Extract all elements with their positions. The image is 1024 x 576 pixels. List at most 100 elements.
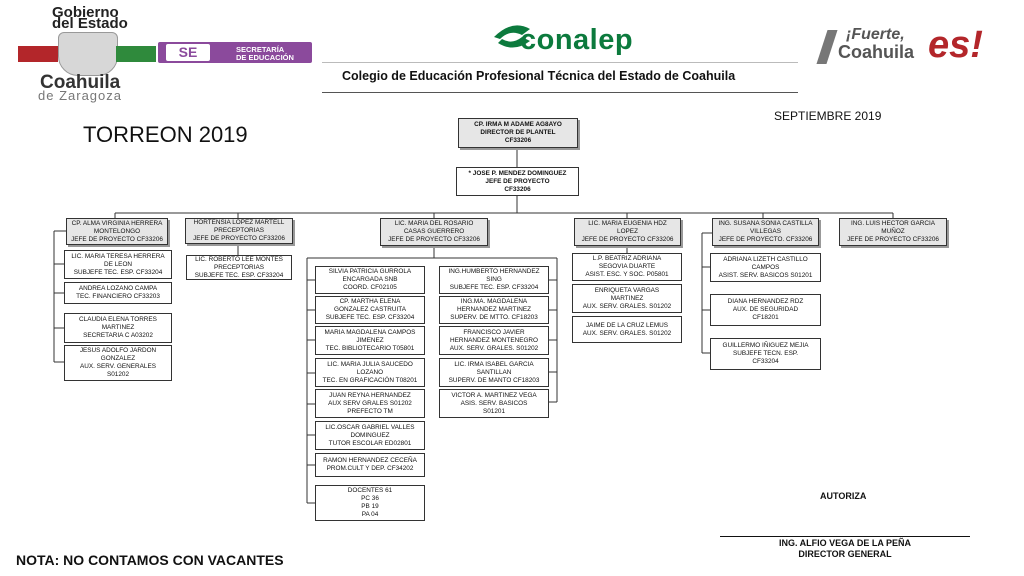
jefe-name: * JOSE P. MENDEZ DOMINGUEZ <box>468 169 567 177</box>
head-line: LOPEZ <box>617 228 638 235</box>
staff-line: GONZALEZ CASTRUITA <box>334 306 406 313</box>
staff-line: TEC. BIBLIOTECARIO T05801 <box>325 344 415 352</box>
staff-line: LIC. MARIA JULIA SAUCEDO <box>327 360 413 368</box>
staff-box: SILVIA PATRICIA GURROLA ENCARGADA SNB CO… <box>315 266 425 294</box>
conalep-logo <box>492 16 672 58</box>
head-box-susana: ING. SUSANA SONIA CASTILLA VILLEGAS JEFE… <box>712 218 819 246</box>
staff-line: ADRIANA LIZETH CASTILLO <box>723 255 808 263</box>
jefe-code: CF33206 <box>504 185 531 193</box>
head-line: JEFE DE PROYECTO CF33206 <box>581 236 674 243</box>
staff-line: LIC. MARIA TERESA HERRERA <box>71 252 165 260</box>
fuerte-coahuila-logo: ¡Fuerte, Coahuila es! <box>816 24 1010 80</box>
signature-title: DIRECTOR GENERAL <box>798 549 892 559</box>
staff-line: DOMINGUEZ <box>350 431 390 439</box>
staff-line: SILVIA PATRICIA GURROLA <box>328 268 412 275</box>
staff-line: TUTOR ESCOLAR ED02801 <box>328 439 412 447</box>
gobierno-logo-text-3: Coahuila <box>40 72 121 93</box>
staff-line: VICTOR A. MARTINEZ VEGA <box>451 391 537 399</box>
staff-line: SUBJEFE TECN. ESP. <box>732 350 799 357</box>
gobierno-logo-text-4: de Zaragoza <box>38 88 122 103</box>
signature-line <box>720 536 970 537</box>
staff-line: S01202 <box>106 371 130 378</box>
gobierno-coahuila-logo: Gobierno del Estado Coahuila de Zaragoza <box>18 2 178 103</box>
staff-line: PA 04 <box>361 511 379 518</box>
college-name: Colegio de Educación Profesional Técnica… <box>342 69 736 83</box>
staff-line: GUILLERMO IÑIGUEZ MEJIA <box>722 342 809 349</box>
staff-line: SECRETARIA C A03202 <box>83 332 153 339</box>
gobierno-logo-text-2: del Estado <box>52 15 128 32</box>
head-line: ING. LUIS HECTOR GARCIA <box>850 220 936 227</box>
director-box: CP. IRMA M ADAME AG8AYO DIRECTOR DE PLAN… <box>458 118 578 148</box>
gov-stripe-red <box>18 46 58 62</box>
staff-line: PC 36 <box>361 495 379 502</box>
fuerte-es: es! <box>928 24 983 66</box>
staff-line: ASIST. SERV. BASICOS S01201 <box>718 271 813 279</box>
staff-line: ENCARGADA SNB <box>342 276 398 283</box>
seal-icon <box>58 32 118 76</box>
staff-line: JIMENEZ <box>356 336 384 344</box>
college-banner <box>322 62 798 93</box>
staff-line: AUX SERV GRALES S01202 <box>328 399 412 407</box>
head-box-alma: CP. ALMA VIRGINIA HERRERA MONTELONGO JEF… <box>66 218 168 245</box>
staff-line: SUBJEFE TEC. ESP. CF33204 <box>325 314 415 321</box>
head-line: JEFE DE PROYECTO CF33206 <box>388 236 480 243</box>
staff-line: SANTILLAN <box>476 368 512 376</box>
staff-line: DOCENTES 61 <box>347 487 393 494</box>
staff-line: SEGOVIA DUARTE <box>598 263 656 270</box>
staff-line: CF33204 <box>752 358 779 365</box>
staff-line: SUBJEFE TEC. ESP. CF33204 <box>194 271 284 279</box>
staff-box: JUAN REYNA HERNANDEZ AUX SERV GRALES S01… <box>315 389 425 418</box>
head-line: LIC. MARIA EUGENIA HDZ <box>588 220 667 227</box>
staff-box: JAIME DE LA CRUZ LEMUS AUX. SERV. GRALES… <box>572 316 682 343</box>
staff-box: LIC.OSCAR GABRIEL VALLES DOMINGUEZ TUTOR… <box>315 421 425 450</box>
staff-line: SUPERV. DE MTTO. CF18203 <box>450 314 538 321</box>
staff-box: ADRIANA LIZETH CASTILLO CAMPOS ASIST. SE… <box>710 253 821 282</box>
autoriza-label: AUTORIZA <box>820 491 867 501</box>
staff-box: CLAUDIA ELENA TORRES MARTINEZ SECRETARIA… <box>64 313 172 343</box>
staff-line: FRANCISCO JAVIER <box>463 328 525 336</box>
staff-line: ENRIQUETA VARGAS <box>594 286 660 294</box>
staff-line: SUBJEFE TEC. ESP. CF33204 <box>73 268 163 276</box>
head-line: PRECEPTORIAS <box>214 227 264 234</box>
head-line: MUÑOZ <box>881 228 905 235</box>
staff-line: PREFECTO TM <box>347 407 393 415</box>
se-badge: SE SECRETARÍA DE EDUCACIÓN <box>158 42 312 63</box>
staff-box: ING.MA. MAGDALENA HERNANDEZ MARTINEZ SUP… <box>439 296 549 324</box>
staff-line: S01201 <box>482 407 506 415</box>
staff-box: LIC. MARIA TERESA HERRERA DE LEON SUBJEF… <box>64 250 172 279</box>
staff-line: LIC.OSCAR GABRIEL VALLES <box>325 423 415 431</box>
staff-line: L.P. BEATRIZ ADRIANA <box>592 255 662 262</box>
staff-line: PROM.CULT Y DEP. CF34202 <box>326 465 414 472</box>
staff-box: DIANA HERNANDEZ RDZ AUX. DE SEGURIDAD CF… <box>710 294 821 326</box>
staff-line: HERNANDEZ MARTINEZ <box>456 306 532 313</box>
head-line: VILLEGAS <box>750 228 781 235</box>
head-line: ING. SUSANA SONIA CASTILLA <box>718 220 813 227</box>
staff-line: SUBJEFE TEC. ESP. CF33204 <box>449 284 539 291</box>
head-line: JEFE DE PROYECTO. CF33206 <box>718 236 813 243</box>
director-code: CF33206 <box>504 137 532 144</box>
staff-line: SUPERV. DE MANTO CF18203 <box>448 376 540 384</box>
head-box-rosario: LIC. MARIA DEL ROSARIO CASAS GUERRERO JE… <box>380 218 488 246</box>
staff-line: MARIA MAGDALENA CAMPOS <box>324 328 416 336</box>
director-name: CP. IRMA M ADAME AG8AYO <box>474 121 562 128</box>
staff-box: RAMON HERNANDEZ CECEÑA PROM.CULT Y DEP. … <box>315 453 425 477</box>
director-title: DIRECTOR DE PLANTEL <box>480 129 556 136</box>
fuerte-text-2: Coahuila <box>838 42 915 62</box>
staff-line: MARTINEZ <box>101 324 135 331</box>
staff-line: CF18201 <box>752 314 779 321</box>
fuerte-text-1: ¡Fuerte, <box>846 26 905 43</box>
month-label: SEPTIEMBRE 2019 <box>774 109 882 123</box>
head-line: LIC. MARIA DEL ROSARIO <box>394 220 474 227</box>
staff-line: AUX. DE SEGURIDAD <box>732 306 799 313</box>
staff-line: LIC. IRMA ISABEL GARCIA <box>454 360 534 368</box>
staff-line: ASIS. SERV. BASICOS <box>460 399 528 407</box>
conalep-wordmark: conalep <box>520 24 634 56</box>
head-box-luis: ING. LUIS HECTOR GARCIA MUÑOZ JEFE DE PR… <box>839 218 947 246</box>
docentes-box: DOCENTES 61 PC 36 PB 19 PA 04 <box>315 485 425 521</box>
staff-box: ENRIQUETA VARGAS MARTINEZ AUX. SERV. GRA… <box>572 284 682 313</box>
staff-box: GUILLERMO IÑIGUEZ MEJIA SUBJEFE TECN. ES… <box>710 338 821 370</box>
se-badge-label: SE <box>166 44 210 61</box>
staff-line: RAMON HERNANDEZ CECEÑA <box>323 457 417 464</box>
se-text-2: DE EDUCACIÓN <box>236 53 294 62</box>
